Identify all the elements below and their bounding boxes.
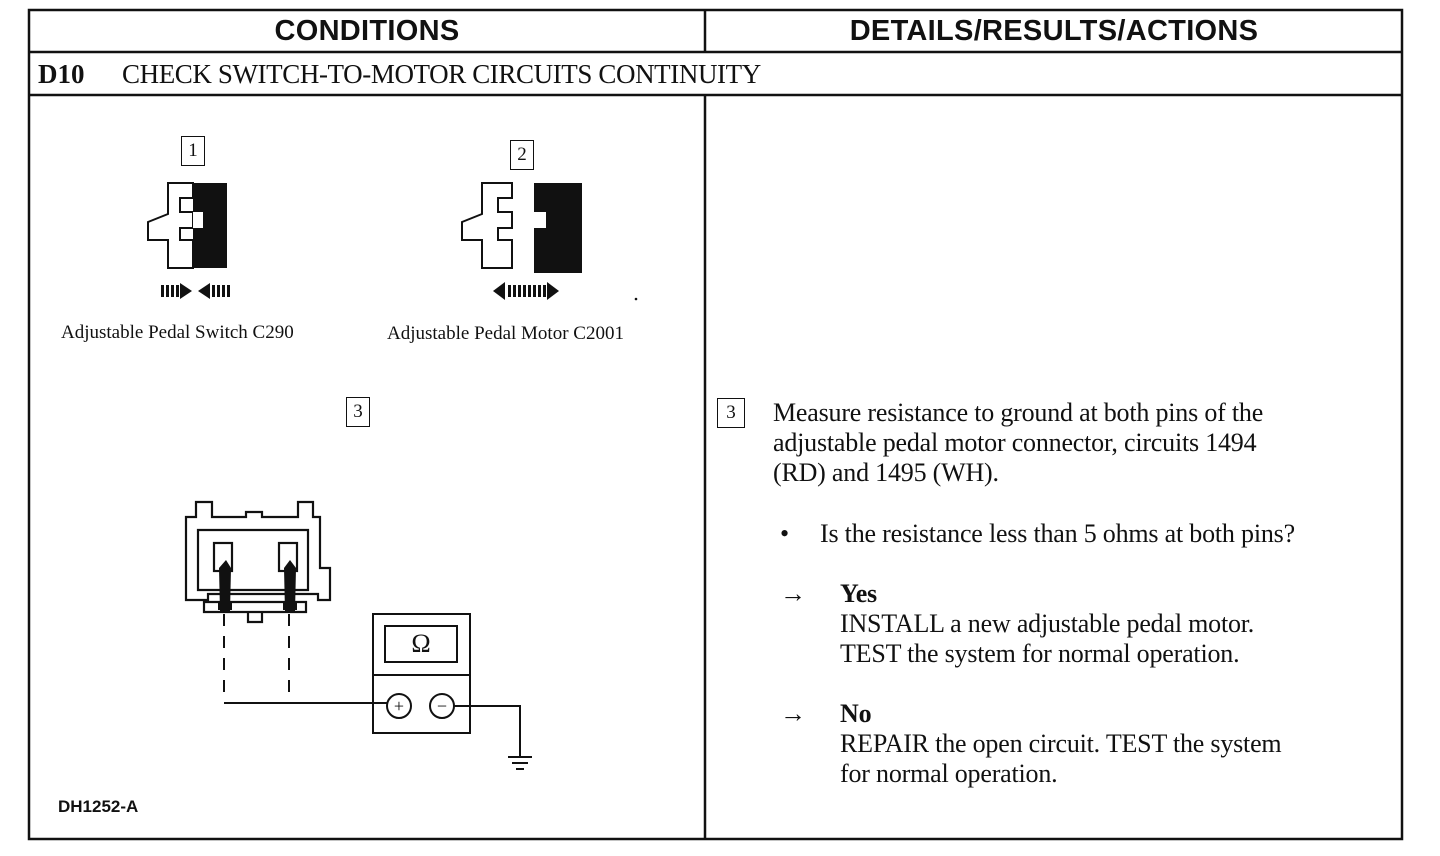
plus-terminal-label: + xyxy=(393,696,405,716)
no-result: No REPAIR the open circuit. TEST the sys… xyxy=(840,699,1282,789)
step-row: D10 CHECK SWITCH-TO-MOTOR CIRCUITS CONTI… xyxy=(30,53,1402,93)
bullet-glyph: • xyxy=(780,519,789,548)
yes-action-line: INSTALL a new adjustable pedal motor. xyxy=(840,609,1255,638)
no-arrow: → xyxy=(780,699,806,728)
no-action-line: for normal operation. xyxy=(840,759,1058,788)
instruction-line: (RD) and 1495 (WH). xyxy=(773,458,999,487)
step-id: D10 xyxy=(38,59,85,89)
switch-caption: Adjustable Pedal Switch C290 xyxy=(61,322,294,343)
conditions-header: CONDITIONS xyxy=(274,15,460,47)
yes-result: Yes INSTALL a new adjustable pedal motor… xyxy=(840,579,1254,669)
motor-caption: Adjustable Pedal Motor C2001 xyxy=(387,323,624,344)
instruction-line: adjustable pedal motor connector, circui… xyxy=(773,428,1257,457)
detail-step-number: 3 xyxy=(717,398,745,428)
yes-label: Yes xyxy=(840,579,877,608)
no-label: No xyxy=(840,699,872,728)
figure-3-number: 3 xyxy=(346,397,370,427)
figure-1-number: 1 xyxy=(181,136,205,166)
yes-arrow: → xyxy=(780,579,806,608)
details-header: DETAILS/RESULTS/ACTIONS xyxy=(849,15,1259,47)
instruction-text: Measure resistance to ground at both pin… xyxy=(773,398,1263,488)
step-title: CHECK SWITCH-TO-MOTOR CIRCUITS CONTINUIT… xyxy=(122,59,761,89)
yes-action-line: TEST the system for normal operation. xyxy=(840,639,1240,668)
question-text: Is the resistance less than 5 ohms at bo… xyxy=(820,519,1295,548)
no-action-line: REPAIR the open circuit. TEST the system xyxy=(840,729,1282,758)
figure-id: DH1252-A xyxy=(58,797,139,816)
ohm-symbol: Ω xyxy=(411,629,431,658)
figure-2-number: 2 xyxy=(510,140,534,170)
minus-terminal-label: − xyxy=(436,696,448,716)
instruction-line: Measure resistance to ground at both pin… xyxy=(773,398,1264,427)
